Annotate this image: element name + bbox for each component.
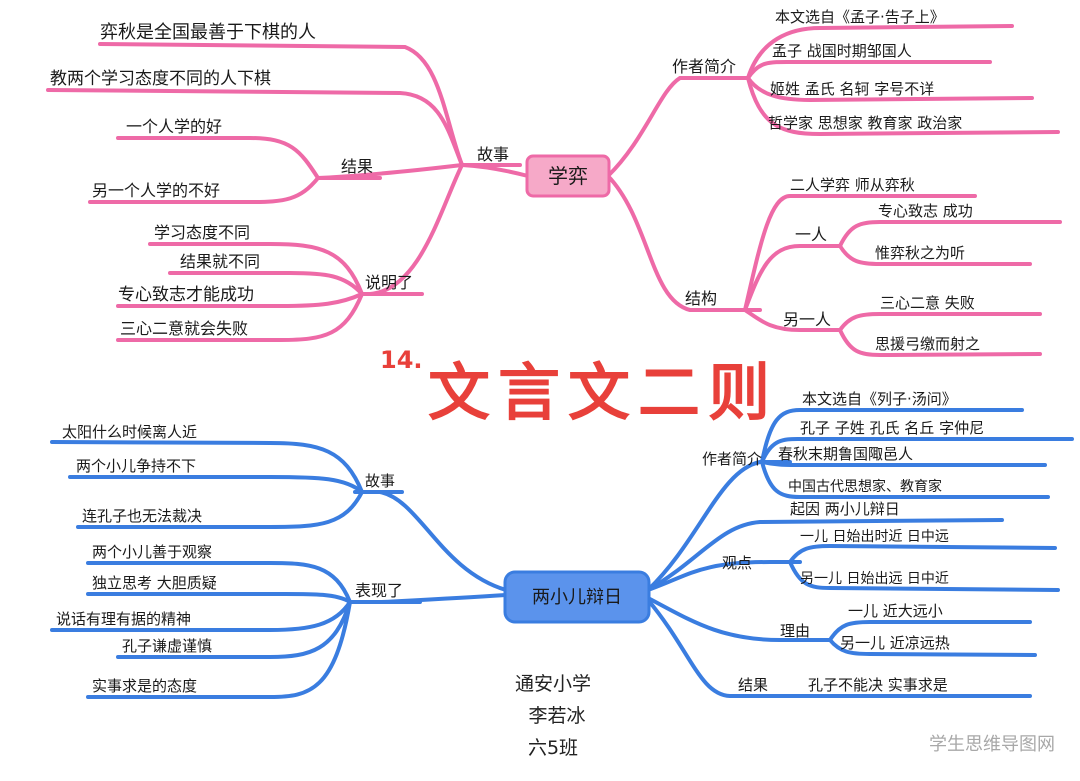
bottom-cause: 起因 两小儿辩日: [790, 500, 900, 518]
top-result-item: 另一个人学的不好: [92, 181, 220, 200]
top-explain-label: 说明了: [365, 273, 413, 292]
top-result-item: 一个人学的好: [126, 117, 222, 136]
bottom-view-label: 观点: [722, 554, 752, 572]
bottom-view-item: 另一儿 日始出远 日中近: [800, 571, 949, 587]
top-author-item: 哲学家 思想家 教育家 政治家: [768, 114, 962, 132]
top-story-item: 弈秋是全国最善于下棋的人: [100, 22, 316, 43]
bottom-result-label: 结果: [738, 676, 768, 694]
top-explain-item: 结果就不同: [180, 252, 260, 271]
bottom-author-item: 本文选自《列子·汤问》: [802, 390, 957, 408]
bottom-perform-item: 说话有理有据的精神: [56, 610, 191, 628]
bottom-reason-label: 理由: [780, 622, 810, 640]
bottom-perform-item: 独立思考 大胆质疑: [92, 574, 217, 592]
top-structure-item: 二人学弈 师从弈秋: [790, 176, 915, 194]
top-structure-other-label: 另一人: [783, 310, 831, 329]
bottom-author-item: 春秋末期鲁国陬邑人: [778, 445, 913, 463]
bottom-view-item: 一儿 日始出时近 日中远: [800, 529, 949, 545]
top-explain-item: 学习态度不同: [154, 223, 250, 242]
bottom-author-item: 孔子 子姓 孔氏 名丘 字仲尼: [800, 419, 984, 437]
bottom-story-item: 两个小儿争持不下: [76, 457, 196, 475]
bottom-branch-lines: [50, 408, 1074, 699]
top-branch-lines: [46, 24, 1062, 358]
top-explain-item: 专心致志才能成功: [118, 285, 254, 305]
top-center-label: 学弈: [548, 164, 588, 188]
bottom-story-item: 太阳什么时候离人近: [62, 423, 197, 441]
top-result-label: 结果: [341, 157, 373, 176]
footer-name: 李若冰: [528, 705, 585, 727]
bottom-story-label: 故事: [365, 472, 395, 490]
footer-school: 通安小学: [515, 673, 591, 695]
top-explain-item: 三心二意就会失败: [120, 319, 248, 338]
bottom-center-label: 两小儿辩日: [532, 587, 622, 608]
top-author-item: 姬姓 孟氏 名轲 字号不详: [770, 80, 934, 98]
page-title: 文言文二则: [428, 356, 778, 429]
title-number: 14.: [380, 346, 423, 374]
bottom-story-item: 连孔子也无法裁决: [82, 507, 202, 525]
top-labels: 故事 弈秋是全国最善于下棋的人 教两个学习态度不同的人下棋 结果 一个人学的好 …: [50, 8, 980, 353]
top-structure-other-item: 思援弓缴而射之: [875, 335, 980, 353]
top-center-node: [525, 154, 611, 198]
top-author-label: 作者简介: [672, 57, 736, 76]
bottom-author-label: 作者简介: [702, 450, 762, 468]
top-structure-one-item: 专心致志 成功: [878, 202, 973, 220]
bottom-author-item: 中国古代思想家、教育家: [788, 478, 942, 495]
top-structure-one-label: 一人: [795, 225, 827, 244]
top-author-item: 孟子 战国时期邹国人: [772, 42, 912, 60]
top-author-item: 本文选自《孟子·告子上》: [775, 8, 945, 26]
bottom-perform-item: 孔子谦虚谨慎: [122, 637, 212, 655]
bottom-reason-item: 另一儿 近凉远热: [840, 634, 950, 652]
top-structure-label: 结构: [685, 289, 717, 308]
top-story-label: 故事: [477, 145, 509, 164]
top-structure-other-item: 三心二意 失败: [880, 294, 975, 312]
footer-class: 六5班: [528, 737, 578, 759]
top-story-item: 教两个学习态度不同的人下棋: [50, 69, 271, 89]
bottom-result-text: 孔子不能决 实事求是: [808, 676, 948, 694]
bottom-reason-item: 一儿 近大远小: [848, 602, 943, 620]
bottom-center-node: [503, 570, 651, 624]
bottom-labels: 故事 太阳什么时候离人近 两个小儿争持不下 连孔子也无法裁决 表现了 两个小儿善…: [56, 390, 984, 695]
top-structure-one-item: 惟弈秋之为听: [875, 244, 965, 262]
bottom-perform-item: 两个小儿善于观察: [92, 543, 212, 561]
watermark: 学生思维导图网: [929, 734, 1055, 755]
bottom-perform-item: 实事求是的态度: [92, 677, 197, 695]
bottom-perform-label: 表现了: [355, 581, 403, 600]
